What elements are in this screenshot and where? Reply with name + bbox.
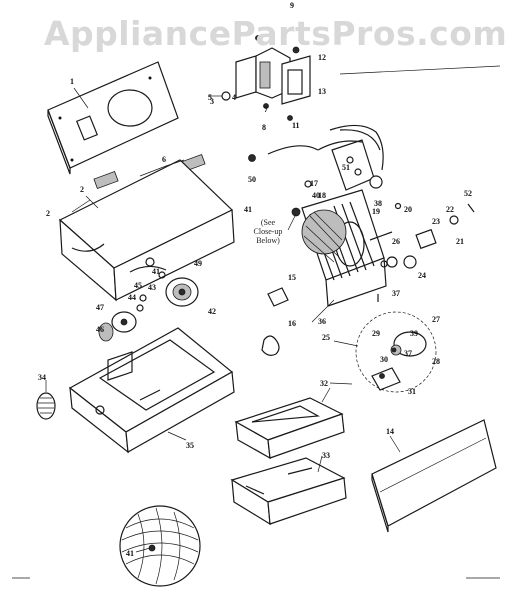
- part-label-42: 42: [208, 307, 216, 316]
- front-panel: [371, 419, 497, 533]
- closeup-note: (See Close-up Below): [246, 218, 290, 245]
- part-label-22: 22: [446, 205, 454, 214]
- part-label-43: 43: [148, 283, 156, 292]
- part-label-1: 1: [70, 77, 74, 86]
- coil-and-motor-assembly: [291, 189, 393, 307]
- part-label-31: 31: [408, 387, 416, 396]
- part-label-13: 13: [318, 87, 326, 96]
- part-label-9: 9: [290, 1, 294, 10]
- part-label-28: 28: [432, 357, 440, 366]
- part-label-37: 37: [392, 289, 400, 298]
- blower-assembly: [98, 257, 199, 342]
- base-pan: [68, 327, 235, 454]
- part-label-40: 40: [312, 191, 320, 200]
- thermostat-closeup: [355, 294, 437, 393]
- part-label-19: 19: [372, 207, 380, 216]
- part-label-2: 2: [46, 209, 50, 218]
- part-label-29: 29: [372, 329, 380, 338]
- part-label-25: 25: [322, 333, 330, 342]
- part-label-33: 33: [322, 451, 330, 460]
- part-label-7: 7: [264, 105, 268, 114]
- control-box-with-cord: [248, 124, 384, 191]
- part-label-6: 6: [162, 155, 166, 164]
- part-label-49: 49: [194, 259, 202, 268]
- part-label-4: 4: [232, 93, 236, 102]
- part-label-14: 14: [386, 427, 394, 436]
- part-label-39: 39: [410, 329, 418, 338]
- part-label-17: 17: [310, 179, 318, 188]
- part-label-23: 23: [432, 217, 440, 226]
- closeup-note-line-3: Below): [256, 236, 280, 245]
- part-label-5: 5: [208, 93, 212, 102]
- part-label-21: 21: [456, 237, 464, 246]
- part-label-50: 50: [248, 175, 256, 184]
- part-label-32: 32: [320, 379, 328, 388]
- leader-lines: [45, 87, 401, 553]
- cabinet-housing: [58, 159, 235, 302]
- mounting-bracket-parts: [221, 35, 311, 121]
- part-label-45: 45: [134, 281, 142, 290]
- part-label-26: 26: [392, 237, 400, 246]
- part-label-30: 30: [380, 355, 388, 364]
- part-label-41: 41: [244, 205, 252, 214]
- part-label-41: 41: [126, 549, 134, 558]
- part-label-24: 24: [418, 271, 426, 280]
- part-label-16: 16: [288, 319, 296, 328]
- part-label-44: 44: [128, 293, 136, 302]
- drain-grille: [36, 392, 56, 420]
- part-label-3: 3: [210, 97, 214, 106]
- part-label-20: 20: [404, 205, 412, 214]
- part-label-47: 47: [96, 303, 104, 312]
- part-label-38: 38: [374, 199, 382, 208]
- part-label-36: 36: [318, 317, 326, 326]
- part-label-8: 8: [262, 123, 266, 132]
- closeup-note-line-1: (See: [260, 218, 276, 227]
- part-label-37: 37: [404, 349, 412, 358]
- part-label-46: 46: [96, 325, 104, 334]
- part-label-15: 15: [288, 273, 296, 282]
- part-label-12: 12: [318, 53, 326, 62]
- drain-tray: [230, 457, 347, 526]
- coil-closeup: [119, 505, 201, 587]
- mounting-clips: [261, 287, 289, 356]
- part-label-51: 51: [342, 163, 350, 172]
- part-label-52: 52: [464, 189, 472, 198]
- watermark-text: AppliancePartsPros.com: [44, 14, 508, 53]
- part-label-2: 2: [80, 185, 84, 194]
- part-label-35: 35: [186, 441, 194, 450]
- closeup-note-line-2: Close-up: [253, 227, 283, 236]
- part-label-34: 34: [38, 373, 46, 382]
- fittings-and-knobs: [386, 202, 475, 269]
- part-label-18: 18: [318, 191, 326, 200]
- part-label-27: 27: [432, 315, 440, 324]
- part-label-41: 41: [152, 267, 160, 276]
- part-label-11: 11: [292, 121, 300, 130]
- drain-pan: [234, 397, 345, 460]
- back-panel: [47, 61, 179, 175]
